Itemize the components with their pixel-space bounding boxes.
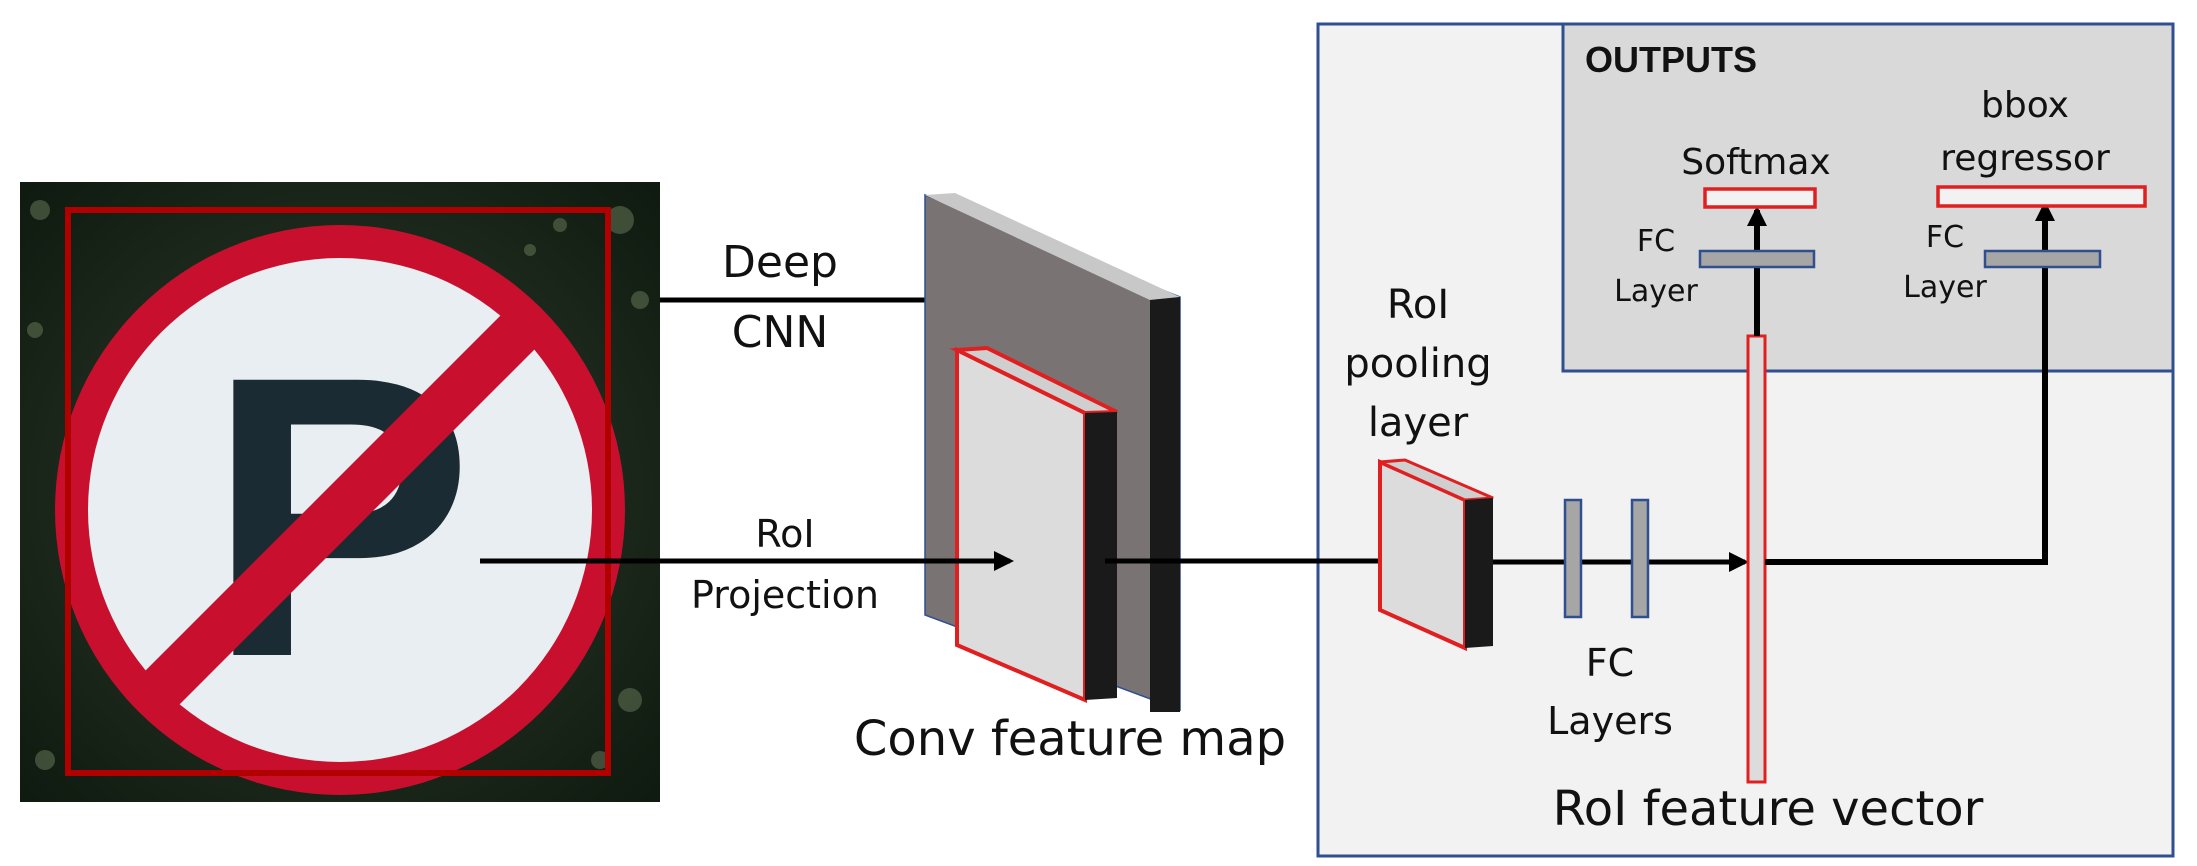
conv-feature-map-label: Conv feature map: [854, 711, 1286, 767]
softmax-output: [1703, 187, 1817, 209]
fc-layer-bbox: [1983, 249, 2102, 269]
roi-pooling-layer: [1378, 458, 1494, 652]
bbox-regressor-label-2: regressor: [1940, 138, 2110, 179]
roi-pooling-label-2: pooling: [1344, 341, 1491, 387]
roi-pooling-label: RoI: [1387, 282, 1449, 328]
softmax-label: Softmax: [1681, 142, 1830, 183]
roi-box: [65, 207, 611, 776]
softmax-branch: [1698, 187, 1817, 336]
roi-projection-label: RoI: [755, 512, 814, 556]
fc-layer-softmax: [1698, 249, 1816, 269]
fc-layers: [1563, 498, 1650, 619]
fc-layer-left-label: FC: [1637, 224, 1675, 259]
roi-projection-label-2: Projection: [691, 573, 879, 617]
fc-layer-left-label-2: Layer: [1614, 274, 1698, 309]
fc-layer-right-label-2: Layer: [1903, 270, 1987, 305]
roi-feature-vector: [1746, 334, 1767, 784]
outputs-title: OUTPUTS: [1585, 39, 1757, 80]
roi-feature-vector-label: RoI feature vector: [1553, 781, 1984, 837]
roi-pooling-label-3: layer: [1368, 400, 1469, 446]
no-parking-sign-icon: P: [55, 225, 625, 795]
bbox-regressor-label: bbox: [1981, 85, 2069, 126]
deep-cnn-label-2: CNN: [732, 307, 829, 358]
bbox-regressor-branch: [1765, 185, 2147, 565]
deep-cnn-label: Deep: [722, 237, 838, 288]
roi-projected-region: [949, 345, 1118, 704]
fc-layers-label: FC: [1586, 641, 1634, 685]
fc-layer-right-label: FC: [1926, 220, 1964, 255]
bbox-regressor-output: [1936, 185, 2147, 208]
fc-layers-label-2: Layers: [1547, 699, 1673, 743]
input-image: P: [20, 182, 660, 802]
